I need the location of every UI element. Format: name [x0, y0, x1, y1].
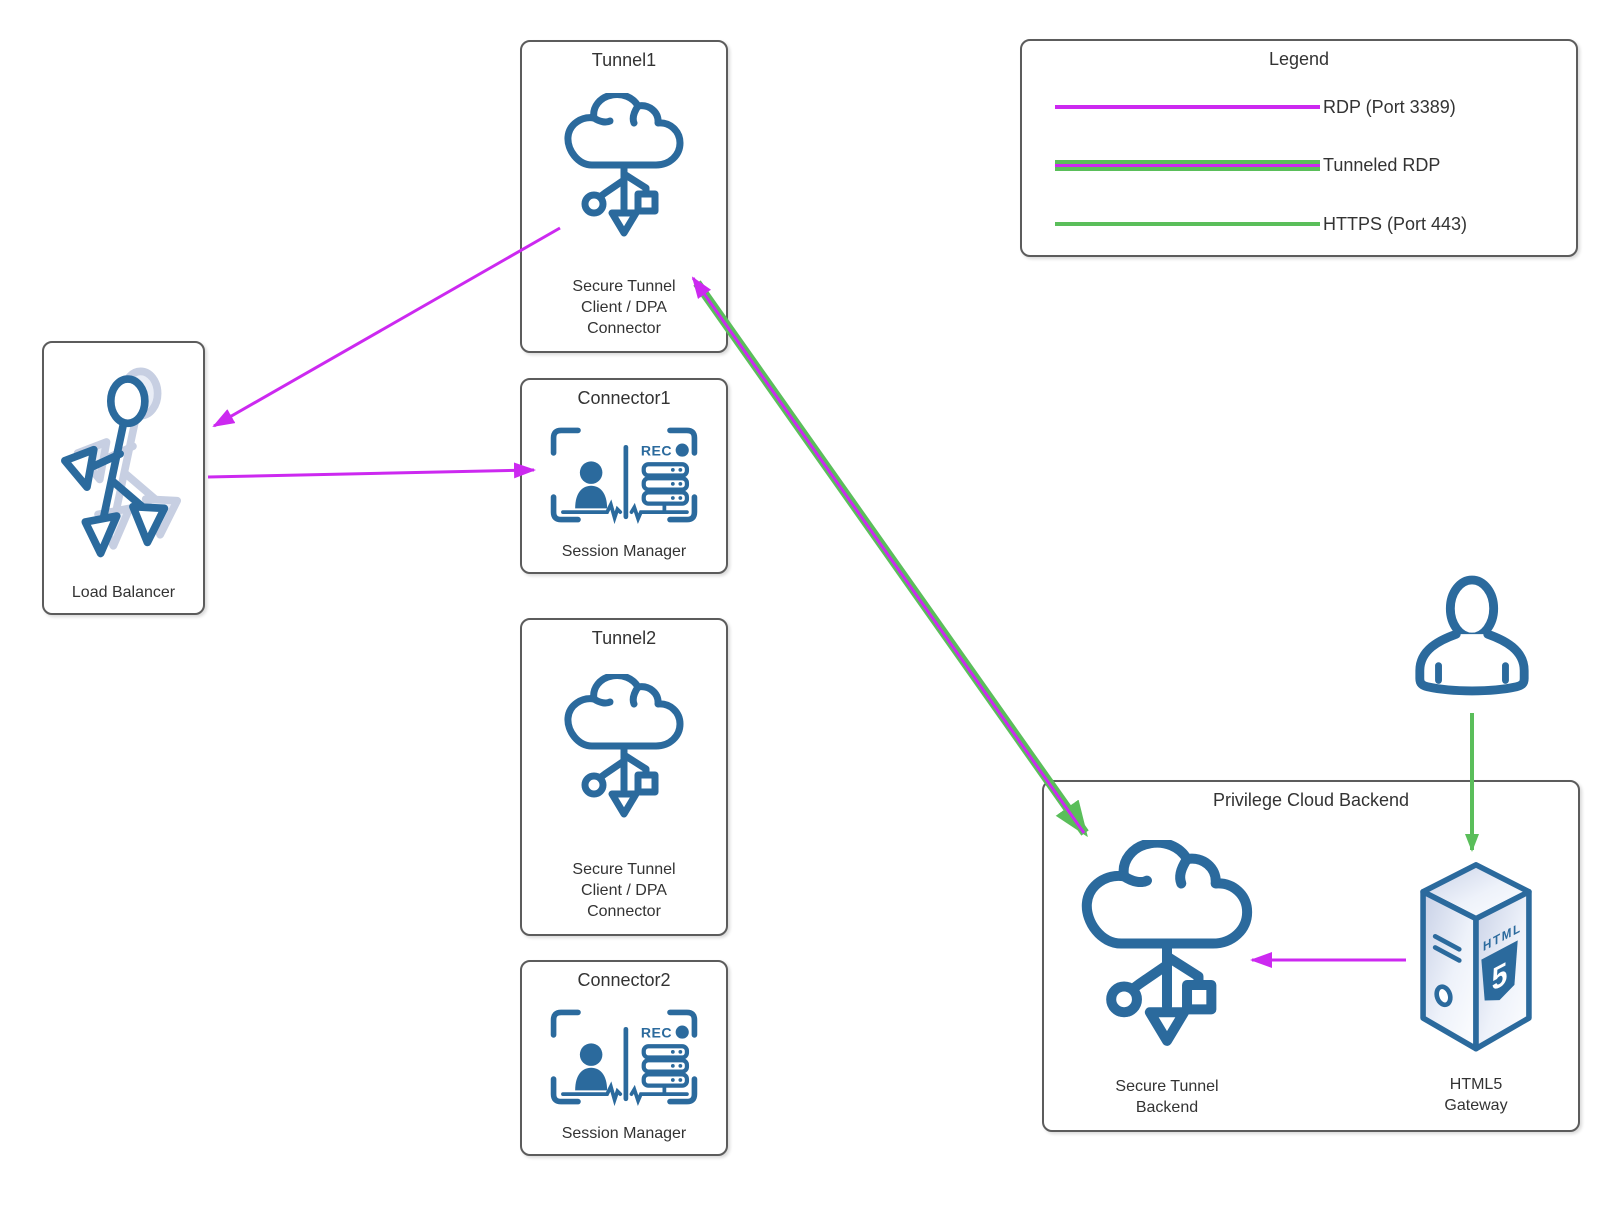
html5-gateway-icon: HTML 5 — [1420, 862, 1532, 1052]
legend-label: Tunneled RDP — [1323, 154, 1441, 175]
svg-text:5: 5 — [1492, 954, 1508, 998]
user-icon — [1408, 574, 1536, 714]
load-balancer-node: Load Balancer — [42, 341, 205, 615]
connector2-title: Connector2 — [577, 970, 671, 990]
tunnel1-node: Tunnel1 Secure Tunnel Client / DPA Conne… — [520, 40, 728, 353]
legend-label: HTTPS (Port 443) — [1323, 213, 1468, 234]
load-balancer-icon — [49, 343, 199, 582]
html5-gateway-label: HTML5 Gateway — [1444, 1076, 1508, 1115]
tunnel2-node: Tunnel2 Secure Tunnel Client / DPA Conne… — [520, 618, 728, 936]
tunneled-rdp-line-swatch — [1055, 159, 1320, 171]
legend-box: Legend RDP (Port 3389) Tunneled RDP HTTP… — [1020, 39, 1578, 257]
secure-tunnel-backend-group: Secure Tunnel Backend — [1072, 840, 1262, 1118]
secure-tunnel-cloud-icon — [559, 71, 689, 276]
privilege-cloud-backend-title: Privilege Cloud Backend — [1212, 790, 1410, 810]
secure-tunnel-cloud-icon — [1074, 840, 1260, 1070]
connector1-title: Connector1 — [577, 388, 671, 408]
rdp-line-swatch — [1055, 105, 1320, 109]
https-line-swatch — [1055, 222, 1320, 226]
legend-item-https: HTTPS (Port 443) — [1055, 211, 1467, 237]
session-manager-icon: REC — [544, 409, 704, 541]
connector1-node: Connector1 — [520, 378, 728, 574]
legend-title: Legend — [1268, 49, 1330, 69]
html5-gateway-group: HTML 5 HTML5 Gateway — [1396, 860, 1556, 1116]
secure-tunnel-backend-label: Secure Tunnel Backend — [1115, 1078, 1219, 1117]
arrow-tunneled-magenta-core — [691, 276, 1086, 834]
tunnel1-label: Secure Tunnel Client / DPA Connector — [572, 277, 676, 337]
legend-item-rdp: RDP (Port 3389) — [1055, 94, 1456, 120]
legend-label: RDP (Port 3389) — [1323, 96, 1456, 117]
load-balancer-label: Load Balancer — [71, 583, 176, 601]
rec-label: REC — [641, 443, 672, 459]
legend-item-tunneled-rdp: Tunneled RDP — [1055, 152, 1440, 178]
session-manager-icon: REC — [544, 991, 704, 1123]
connector1-label: Session Manager — [561, 542, 687, 560]
connector2-node: Connector2 — [520, 960, 728, 1156]
tunnel2-title: Tunnel2 — [591, 628, 657, 648]
secure-tunnel-cloud-icon — [559, 649, 689, 859]
tunnel2-label: Secure Tunnel Client / DPA Connector — [572, 860, 676, 920]
arrow-rdp-tunnel1-to-loadbalancer — [212, 226, 561, 428]
arrow-rdp-loadbalancer-to-connector1 — [207, 462, 536, 479]
connector2-label: Session Manager — [561, 1124, 687, 1142]
rec-label: REC — [641, 1025, 672, 1041]
tunnel1-title: Tunnel1 — [591, 50, 657, 70]
privilege-cloud-backend-node: Privilege Cloud Backend Secure Tunnel Ba… — [1042, 780, 1580, 1132]
arrow-tunneled-green-band — [693, 280, 1089, 838]
